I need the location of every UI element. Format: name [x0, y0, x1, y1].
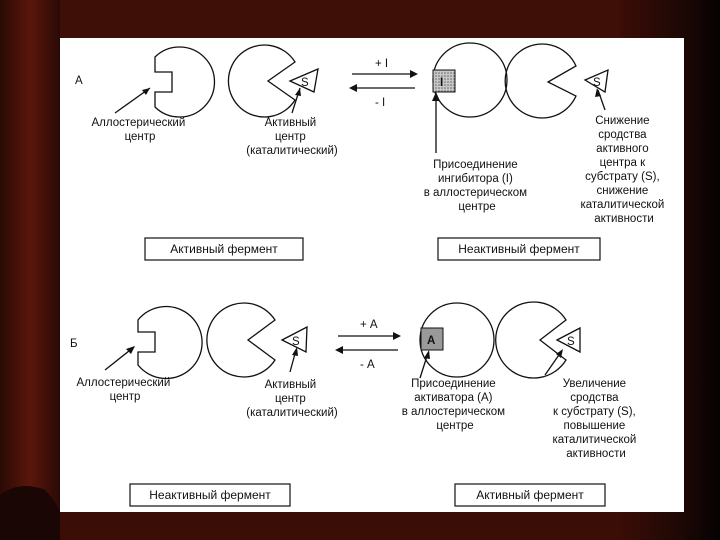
- activator-label: А: [427, 335, 435, 347]
- substrate-label: S: [301, 77, 309, 89]
- active-enzyme-box-b-label: Активный фермент: [476, 488, 584, 502]
- active-enzyme-box-label: Активный фермент: [170, 242, 278, 256]
- panel-a-letter: А: [75, 75, 83, 87]
- panel-b-letter: Б: [70, 338, 78, 350]
- arrow-back-label: - I: [375, 97, 385, 109]
- substrate-label-b-right: S: [567, 336, 575, 348]
- inhibitor-marker: [433, 70, 455, 92]
- inhibitor-label: I: [440, 77, 443, 89]
- arrow-forward-label: + I: [375, 58, 388, 70]
- inactive-enzyme-box-label: Неактивный фермент: [458, 242, 580, 256]
- substrate-label-right: S: [593, 77, 601, 89]
- arrow-back-label-b: - А: [360, 359, 375, 371]
- arrow-forward-label-b: + А: [360, 319, 378, 331]
- substrate-label-b: S: [292, 336, 300, 348]
- inactive-enzyme-box-b-label: Неактивный фермент: [149, 488, 271, 502]
